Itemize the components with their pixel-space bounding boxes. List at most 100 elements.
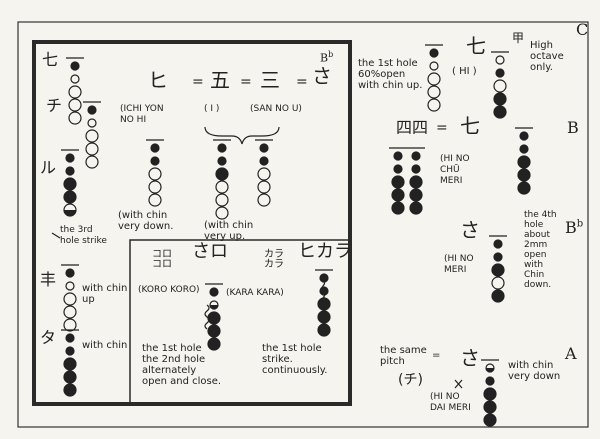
romaji-ichiyon: (ICHI YON NO HI (120, 104, 164, 125)
closed-hole (495, 68, 505, 78)
open-hole (65, 281, 75, 291)
x-mark (454, 379, 463, 389)
equals-sign: = (296, 74, 308, 90)
closed-hole (207, 311, 221, 325)
closed-hole (150, 143, 160, 153)
closed-hole (409, 175, 423, 189)
kana-b: 四四 (396, 118, 429, 137)
closed-hole (317, 310, 331, 324)
open-hole (257, 167, 271, 181)
equals-sign: = (192, 74, 204, 90)
closed-hole (493, 252, 503, 262)
open-hole (429, 61, 439, 71)
closed-hole (63, 190, 77, 204)
half-hole-fill (210, 305, 218, 309)
closed-hole (409, 201, 423, 215)
open-hole (68, 85, 82, 99)
pitch-label-b-flat-top: Bb (320, 50, 334, 65)
open-hole (148, 193, 162, 207)
romaji-kara: (KARA KARA) (226, 288, 284, 298)
closed-hole (393, 151, 403, 161)
pitch-label-c: C (576, 20, 589, 39)
note-1st-hole-60: the 1st hole 60%open with chin up. (358, 58, 423, 91)
closed-hole (491, 289, 505, 303)
kana-top-left: 七 (42, 50, 59, 69)
brace (204, 126, 280, 145)
kana-chi: チ (46, 96, 63, 115)
note-chin-very-down-a: with chin very down (508, 360, 561, 382)
note-3rd-hole: the 3rd hole strike (60, 225, 107, 246)
closed-hole (411, 164, 421, 174)
open-hole (491, 276, 505, 290)
closed-hole (65, 166, 75, 176)
open-hole (215, 193, 229, 207)
open-hole (148, 180, 162, 194)
closed-hole (87, 105, 97, 115)
open-hole (85, 155, 99, 169)
closed-hole (63, 370, 77, 384)
open-hole (493, 79, 507, 93)
closed-hole (391, 201, 405, 215)
closed-hole (411, 151, 421, 161)
kana-koro: コロ コロ (152, 249, 172, 270)
closed-hole (65, 346, 75, 356)
open-hole (85, 129, 99, 143)
closed-hole (63, 357, 77, 371)
closed-hole (483, 387, 497, 401)
open-hole (85, 142, 99, 156)
kana-a: さ (460, 346, 480, 370)
open-hole (257, 193, 271, 207)
open-hole (70, 74, 80, 84)
closed-hole (429, 48, 439, 58)
note-with-chin-up: with chin up (82, 283, 128, 305)
open-hole (427, 85, 441, 99)
closed-hole (217, 156, 227, 166)
main-box (32, 40, 352, 406)
open-hole (215, 206, 229, 220)
tick-mark (51, 232, 61, 239)
open-hole (63, 292, 77, 306)
closed-hole (493, 92, 507, 106)
open-hole (427, 98, 441, 112)
note-4th-hole: the 4th hole about 2mm open with Chin do… (524, 210, 557, 290)
kana-b2: 七 (460, 114, 480, 138)
note-chin-very-down: (with chin very down. (118, 210, 174, 232)
romaji-hi-no-chu: (HI NO CHŪ MERI (440, 154, 470, 186)
pitch-label-b: B (567, 118, 579, 137)
closed-hole (207, 337, 221, 351)
equals-sign: = (432, 350, 441, 361)
kana-ta: タ (40, 328, 57, 347)
closed-hole (317, 297, 331, 311)
kana-sa: さ (312, 64, 332, 88)
equals-sign: = (240, 74, 252, 90)
note-continuously: the 1st hole strike. continuously. (262, 343, 328, 376)
kana-sa-ro: さロ (192, 241, 228, 262)
closed-hole (517, 181, 531, 195)
note-same-pitch: the same pitch (380, 345, 427, 367)
inner-box (129, 239, 350, 404)
closed-hole (409, 188, 423, 202)
closed-hole (491, 263, 505, 277)
romaji-sanou: (SAN NO U) (250, 104, 302, 114)
romaji-i: ( I ) (204, 104, 220, 114)
equals-sign: = (436, 120, 448, 136)
kana-c: 七 (466, 34, 486, 58)
closed-hole (63, 177, 77, 191)
note-chin-very-up: (with chin very up. (204, 220, 254, 242)
closed-hole (65, 333, 75, 343)
outer-border (17, 21, 589, 428)
closed-hole (217, 143, 227, 153)
closed-hole (319, 273, 329, 283)
romaji-koro: (KORO KORO) (138, 285, 200, 295)
kana-kara: カラ カラ (264, 249, 284, 270)
closed-hole (391, 175, 405, 189)
closed-hole (493, 239, 503, 249)
closed-hole (493, 105, 507, 119)
closed-hole (517, 155, 531, 169)
open-hole (427, 72, 441, 86)
open-hole (215, 180, 229, 194)
closed-hole (393, 164, 403, 174)
kana-ru: ル (40, 158, 57, 177)
open-hole (68, 98, 82, 112)
